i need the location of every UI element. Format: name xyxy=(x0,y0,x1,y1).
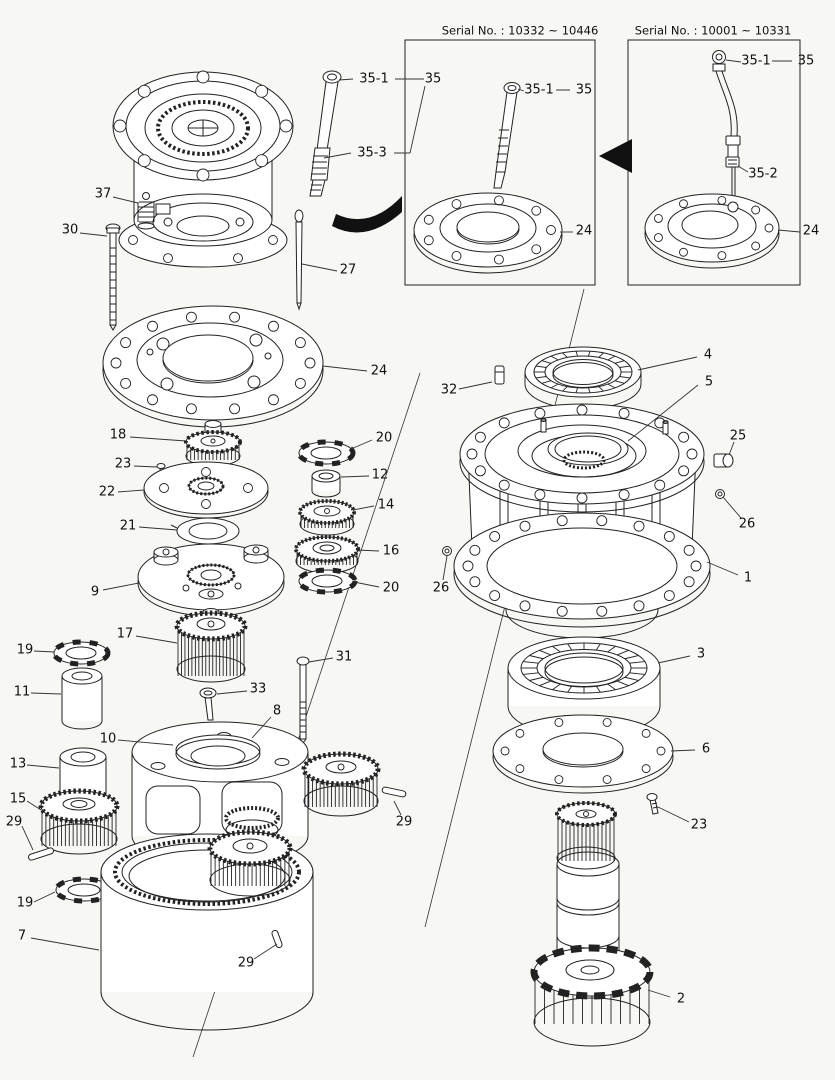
shaft-2-drawing xyxy=(530,801,654,1047)
callout-12: 12 xyxy=(371,467,389,483)
ring-21-drawing xyxy=(170,517,240,545)
callout-31: 31 xyxy=(335,649,353,665)
plug-26-right-drawing xyxy=(715,489,725,499)
callout-8: 8 xyxy=(272,703,282,719)
callout-11: 11 xyxy=(13,684,31,700)
housing-1-drawing xyxy=(453,403,711,639)
planet-gear-in-7-drawing xyxy=(207,829,293,897)
inset-2-box xyxy=(627,39,801,286)
callout-18: 18 xyxy=(109,427,127,443)
gear-16-drawing xyxy=(294,535,360,574)
washer-20-bottom-drawing xyxy=(296,567,358,595)
callout-13: 13 xyxy=(9,756,27,772)
callout-22: 22 xyxy=(98,484,116,500)
callout-23: 23 xyxy=(690,817,708,833)
swing-motor-drawing xyxy=(112,70,294,268)
callout-2: 2 xyxy=(676,991,686,1007)
callout-21: 21 xyxy=(119,518,137,534)
inset-1-box xyxy=(404,39,596,286)
plate-22-drawing xyxy=(143,461,269,519)
callout-19: 19 xyxy=(16,642,34,658)
callout-3: 3 xyxy=(696,646,706,662)
plug-32-drawing xyxy=(494,365,505,385)
callout-29: 29 xyxy=(5,814,23,830)
callout-33: 33 xyxy=(249,681,267,697)
gear-18-drawing xyxy=(184,420,242,467)
callout-25: 25 xyxy=(729,428,747,444)
callout-35: 35 xyxy=(424,71,442,87)
plug-25-drawing xyxy=(713,453,734,468)
gear-15-drawing xyxy=(38,788,120,855)
callout-5: 5 xyxy=(704,374,714,390)
callout-35: 35 xyxy=(575,82,593,98)
callout-26: 26 xyxy=(738,516,756,532)
bolt-33-drawing xyxy=(199,687,217,721)
ring-19-top-drawing xyxy=(51,639,111,667)
plate-6-drawing xyxy=(492,714,674,794)
planet-gear-right-drawing xyxy=(301,751,381,817)
callout-14: 14 xyxy=(377,497,395,513)
callout-35: 35 xyxy=(797,53,815,69)
callout-35-1: 35-1 xyxy=(359,71,389,87)
bolt-23-right-drawing xyxy=(646,793,659,815)
bushing-12-drawing xyxy=(311,469,341,498)
callout-30: 30 xyxy=(61,222,79,238)
callout-17: 17 xyxy=(116,626,134,642)
callout-35-1: 35-1 xyxy=(524,82,554,98)
callout-37: 37 xyxy=(94,186,112,202)
flange-24-drawing xyxy=(102,305,324,428)
spring-37-drawing xyxy=(137,192,155,230)
pin-29-bottom-drawing xyxy=(271,929,283,949)
callout-23: 23 xyxy=(114,456,132,472)
swoosh-arrow xyxy=(332,196,402,233)
callout-19: 19 xyxy=(16,895,34,911)
leader-lines xyxy=(21,59,801,998)
pin-29-right-drawing xyxy=(381,786,407,798)
callout-20: 20 xyxy=(375,430,393,446)
gear-17-drawing xyxy=(174,608,248,683)
left-arrow xyxy=(599,139,632,173)
pin-27-drawing xyxy=(294,209,304,311)
callout-27: 27 xyxy=(339,262,357,278)
callout-24: 24 xyxy=(802,223,820,239)
carrier-9-drawing xyxy=(137,543,285,617)
callout-35-1: 35-1 xyxy=(741,53,771,69)
callout-16: 16 xyxy=(382,543,400,559)
bolt-35-drawing xyxy=(309,70,342,197)
pin-29-left-drawing xyxy=(27,847,55,861)
callout-15: 15 xyxy=(9,791,27,807)
callout-35-2: 35-2 xyxy=(748,166,778,182)
plug-26-left-drawing xyxy=(442,546,452,556)
callout-26: 26 xyxy=(432,580,450,596)
washer-20-top-drawing xyxy=(296,439,356,467)
callout-29: 29 xyxy=(237,955,255,971)
bearing-4-drawing xyxy=(524,346,642,410)
callout-7: 7 xyxy=(17,928,27,944)
inset-2-serial-label: Serial No. : 10001 ~ 10331 xyxy=(634,23,792,38)
callout-6: 6 xyxy=(701,741,711,757)
cylinder-11-drawing xyxy=(61,667,103,730)
callout-29: 29 xyxy=(395,814,413,830)
callout-35-3: 35-3 xyxy=(357,145,387,161)
callout-32: 32 xyxy=(440,382,458,398)
bearing-3-drawing xyxy=(507,636,661,738)
bolt-31-drawing xyxy=(296,656,310,744)
inset-1-serial-label: Serial No. : 10332 ~ 10446 xyxy=(441,23,599,38)
bolt-30-drawing xyxy=(105,223,121,331)
callout-20: 20 xyxy=(382,580,400,596)
gear-14-drawing xyxy=(298,499,356,536)
callout-24: 24 xyxy=(370,363,388,379)
bracket-lines xyxy=(394,60,792,154)
callout-1: 1 xyxy=(743,570,753,586)
callout-10: 10 xyxy=(99,731,117,747)
callout-4: 4 xyxy=(703,347,713,363)
callout-9: 9 xyxy=(90,584,100,600)
callout-24: 24 xyxy=(575,223,593,239)
